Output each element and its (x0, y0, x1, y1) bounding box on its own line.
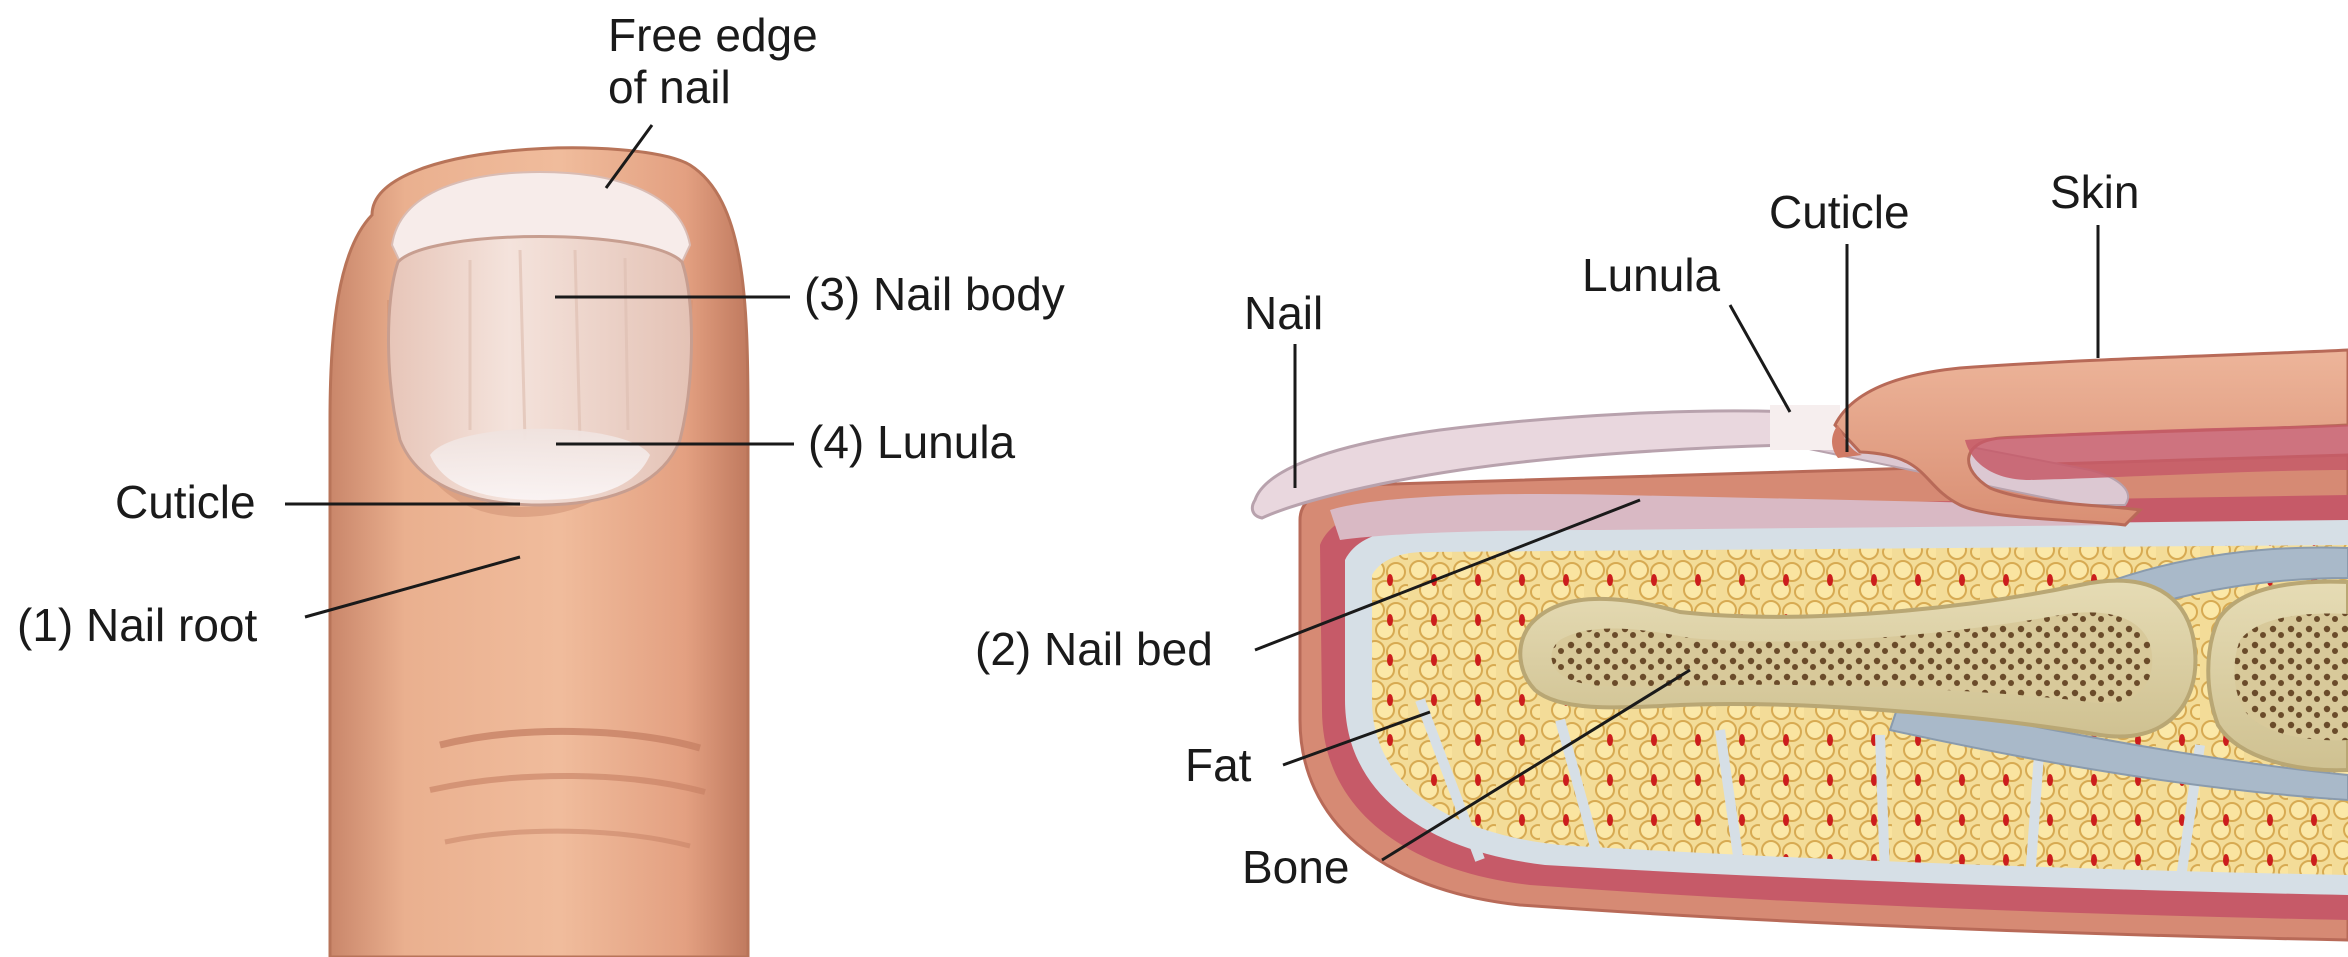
fingertip-surface-view: Free edge of nail (3) Nail body (4) Lunu… (17, 9, 1065, 957)
label-cuticle-surface: Cuticle (115, 476, 256, 528)
label-lunula-surface: (4) Lunula (808, 416, 1016, 468)
label-nail-body: (3) Nail body (804, 268, 1065, 320)
section-lunula (1770, 405, 1840, 450)
label-bone: Bone (1242, 841, 1349, 893)
label-free-edge-line2: of nail (608, 61, 731, 113)
label-nail: Nail (1244, 287, 1323, 339)
label-fat: Fat (1185, 739, 1252, 791)
leader-lunula-section (1730, 305, 1790, 412)
label-nail-root: (1) Nail root (17, 599, 258, 651)
label-free-edge-line1: Free edge (608, 9, 818, 61)
fingertip-section-view: Cuticle Skin Lunula Nail (2) Nail bed Fa… (975, 166, 2348, 940)
label-skin: Skin (2050, 166, 2139, 218)
label-cuticle-section: Cuticle (1769, 186, 1910, 238)
label-lunula-section: Lunula (1582, 249, 1721, 301)
label-nail-bed: (2) Nail bed (975, 623, 1213, 675)
